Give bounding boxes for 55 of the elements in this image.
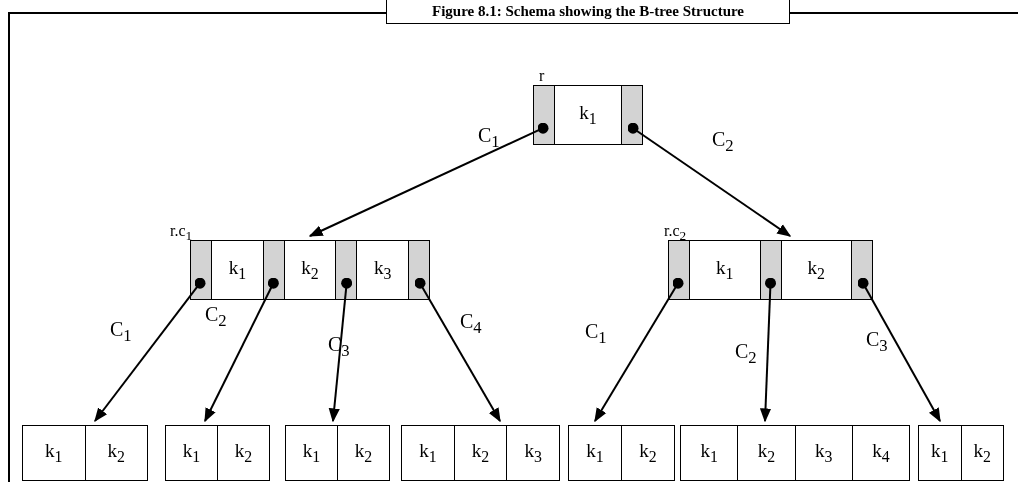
tree-node: [533, 85, 643, 145]
key-label: k$_{2}$: [354, 440, 373, 466]
leaf-node: [568, 425, 675, 481]
key-label: k$_{2}$: [973, 440, 991, 466]
key-label: k$_{2}$: [757, 440, 776, 466]
key-label: k$_{1}$: [228, 257, 247, 283]
edge-label: C$_{2}$: [735, 340, 757, 368]
edge-label: C$_{1}$: [110, 318, 132, 346]
leaf-node: [918, 425, 1004, 481]
key-label: k$_{1}$: [419, 440, 437, 466]
leaf-node: [22, 425, 148, 481]
key-label: k$_{2}$: [471, 440, 490, 466]
edge-label: C$_{1}$: [478, 124, 500, 152]
pointer-arrow: [857, 277, 941, 423]
key-label: k$_{1}$: [716, 257, 734, 283]
edge-label: C$_{4}$: [460, 310, 482, 338]
key-label: k$_{2}$: [639, 440, 657, 466]
figure-title: Figure 8.1: Schema showing the B-tree Structure: [386, 0, 790, 24]
pointer-arrow: [627, 122, 792, 237]
edge-label: C$_{2}$: [712, 128, 734, 156]
pointer-arrow: [594, 277, 684, 423]
pointer-arrow: [204, 277, 279, 423]
tree-node: [668, 240, 873, 300]
edge-label: C$_{2}$: [205, 303, 227, 331]
key-label: k$_{3}$: [814, 440, 833, 466]
key-label: k$_{2}$: [107, 440, 125, 466]
pointer-arrow: [328, 277, 353, 423]
leaf-node: [165, 425, 270, 481]
node-label: r: [539, 67, 545, 85]
pointer-arrow: [759, 277, 776, 423]
leaf-node: [285, 425, 390, 481]
key-label: k$_{2}$: [301, 257, 319, 283]
key-label: k$_{1}$: [586, 440, 604, 466]
pointer-arrow: [94, 277, 206, 423]
key-label: k$_{2}$: [234, 440, 253, 466]
key-label: k$_{1}$: [302, 440, 321, 466]
leaf-node: [401, 425, 560, 481]
pointer-arrow: [308, 122, 549, 237]
edge-label: C$_{3}$: [328, 333, 350, 361]
key-label: k$_{2}$: [807, 257, 825, 283]
node-label: r.c$_{1}$: [170, 222, 193, 245]
key-label: k$_{4}$: [872, 440, 890, 466]
key-label: k$_{3}$: [373, 257, 392, 283]
key-label: k$_{1}$: [45, 440, 63, 466]
key-label: k$_{3}$: [524, 440, 542, 466]
pointer-arrow: [414, 277, 501, 423]
node-label: r.c$_{2}$: [664, 222, 687, 245]
leaf-node: [680, 425, 910, 481]
key-label: k$_{1}$: [700, 440, 718, 466]
edge-label: C$_{3}$: [866, 328, 888, 356]
key-label: k$_{1}$: [931, 440, 949, 466]
tree-node: [190, 240, 430, 300]
key-label: k$_{1}$: [579, 102, 597, 128]
edge-label: C$_{1}$: [585, 320, 607, 348]
key-label: k$_{1}$: [182, 440, 201, 466]
